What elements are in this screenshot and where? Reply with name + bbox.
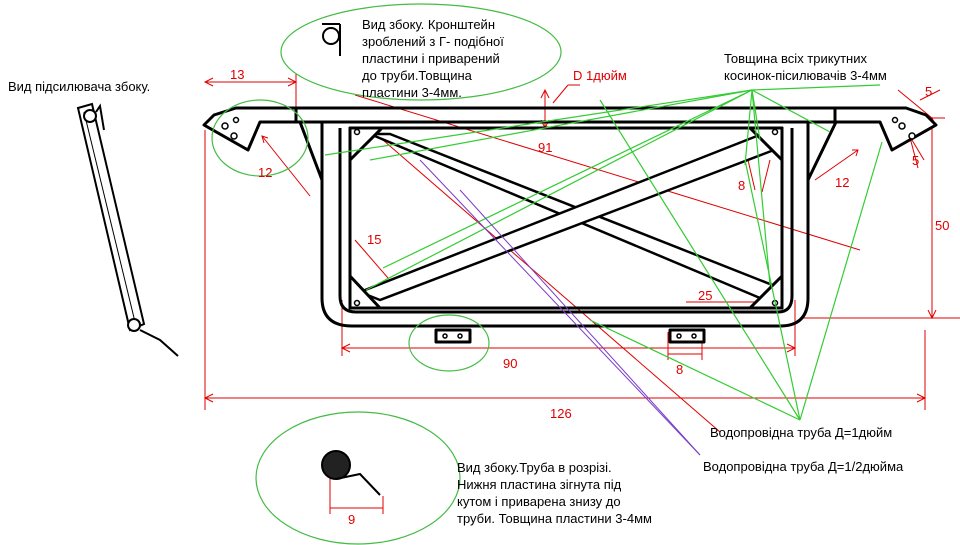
bolt-holes <box>221 116 916 339</box>
dim-13: 13 <box>230 67 244 82</box>
bracket-note-line5: пластини 3-4мм. <box>362 85 462 100</box>
dim-25: 25 <box>698 288 712 303</box>
dim-pipe-1inch: D 1дюйм <box>573 68 627 83</box>
section-note-line1: Вид збоку.Труба в розрізі. <box>457 460 612 475</box>
booster-side-view-label: Вид підсилювача збоку. <box>8 79 151 94</box>
bracket-note-line3: пластини і приварений <box>362 51 500 66</box>
leader-lines-green <box>324 84 883 421</box>
bracket-note-line1: Вид збоку. Кронштейн <box>362 17 495 32</box>
dim-12-right: 12 <box>835 175 849 190</box>
dim-5-top: 5 <box>925 84 932 99</box>
bracket-note-line4: до труби.Товщина <box>362 68 472 83</box>
dimension-lines <box>203 74 960 514</box>
leader-lines-purple <box>419 159 701 456</box>
pipe-1inch-note: Водопровідна труба Д=1дюйм <box>710 425 893 440</box>
dim-8-upper: 8 <box>738 178 745 193</box>
section-note-line4: труби. Товщина пластини 3-4мм <box>457 511 652 526</box>
gussets-note-line1: Товщина всіх трикутних <box>724 51 867 66</box>
dim-15: 15 <box>367 232 381 247</box>
section-note-line2: Нижня пластина зігнута під <box>457 477 622 492</box>
dim-90: 90 <box>503 356 517 371</box>
dim-50: 50 <box>935 218 949 233</box>
section-note-line3: кутом і приварена знизу до <box>457 494 621 509</box>
pipe-section-view <box>321 450 381 496</box>
dim-9: 9 <box>348 512 355 527</box>
dim-126: 126 <box>550 406 572 421</box>
dim-91: 91 <box>538 140 552 155</box>
callout-ellipses <box>211 3 562 545</box>
dim-12-left: 12 <box>258 165 272 180</box>
pipe-half-inch-note: Водопровідна труба Д=1/2дюйма <box>703 459 904 474</box>
gussets-note-line2: косинок-пісилювачів 3-4мм <box>724 68 887 83</box>
frame-outline <box>202 106 938 344</box>
bracket-side-view <box>322 23 341 56</box>
bracket-note-line2: зроблений з Г- подібної <box>362 34 504 49</box>
dim-5-side: 5 <box>912 153 919 168</box>
booster-side-view <box>76 102 179 357</box>
dim-8-lower: 8 <box>676 362 683 377</box>
dimension-labels: 13 D 1дюйм 91 5 5 12 12 8 50 15 25 90 8 … <box>230 67 949 527</box>
